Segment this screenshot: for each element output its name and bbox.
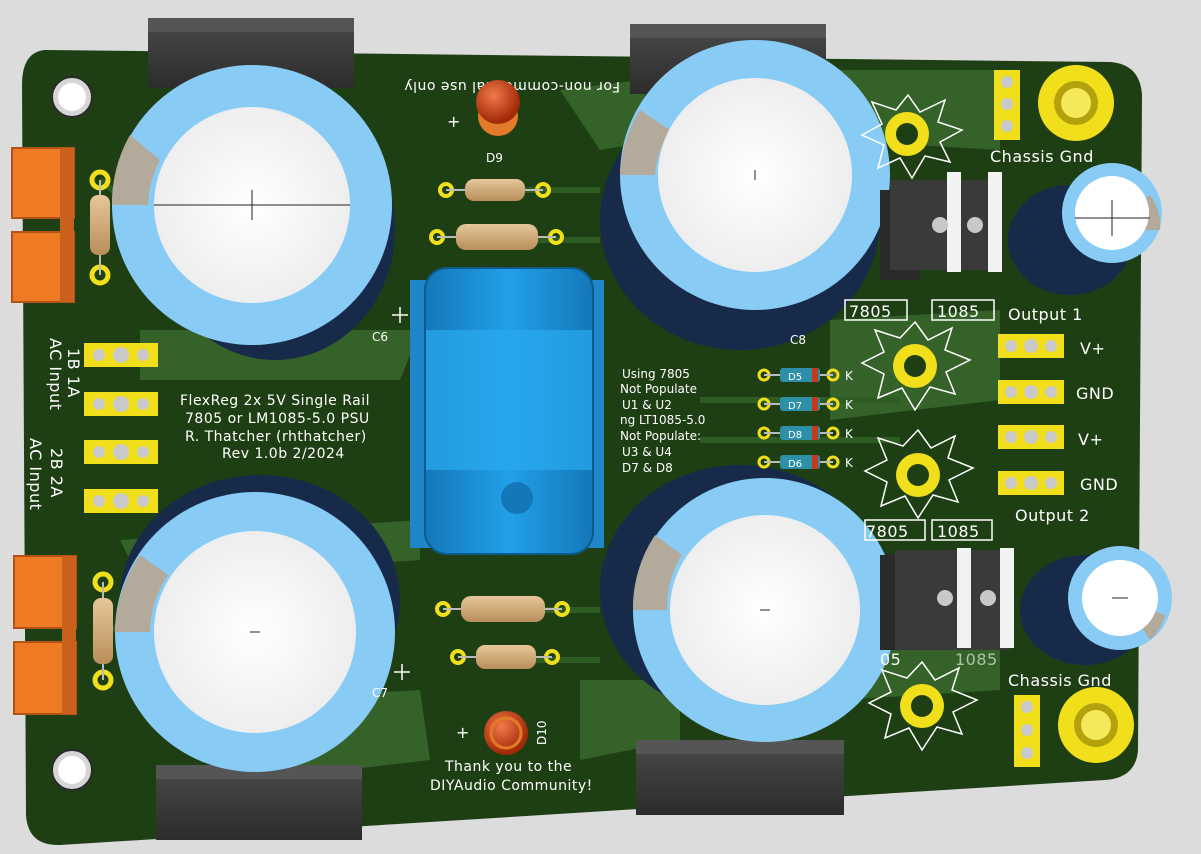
capacitor-small-top <box>1008 163 1162 295</box>
diode-d7 <box>757 397 840 411</box>
note-block: Using 7805 Not Populate U1 & U2 ng LT108… <box>620 367 705 475</box>
note-line-4: ng LT1085-5.0 <box>620 413 705 427</box>
diode-label-d6: D6 <box>788 459 802 470</box>
diode-d5 <box>757 368 840 382</box>
capacitor-small-bottom <box>1020 546 1172 665</box>
diode-k-3: K <box>845 427 854 441</box>
note-line-7: D7 & D8 <box>622 461 673 475</box>
reg-bot-b-label: 1085 <box>937 522 980 541</box>
ac-input-2-label-a: 2B 2A <box>47 448 66 498</box>
diode-row: D5 D7 D8 D6 K K K K <box>757 368 854 470</box>
resistor-fuse-bottom <box>92 571 114 691</box>
resistor-bottom-1 <box>435 596 570 622</box>
star-pad-4 <box>867 660 979 752</box>
reg-top-b-label: 1085 <box>937 302 980 321</box>
heatsink-bottom-left <box>156 765 362 840</box>
chassis-gnd-terminal-bottom <box>1014 687 1134 767</box>
diode-k-1: K <box>845 369 854 383</box>
led-d9 <box>476 80 520 136</box>
capacitor-large-bottom-right <box>600 465 897 742</box>
resistor-top-2 <box>429 224 564 250</box>
reg-bot-b-box <box>931 519 993 541</box>
resistor-bottom-2 <box>450 645 560 669</box>
ac-input-1-label-b: 1B 1A <box>64 348 83 398</box>
note-line-2: Not Populate <box>620 382 697 396</box>
ac-input-1-label-a: AC Input <box>46 338 65 410</box>
led-d9-plus: + <box>447 112 461 131</box>
title-line-3: R. Thatcher (rhthatcher) <box>185 429 367 445</box>
thanks-line-2: DIYAudio Community! <box>430 778 593 794</box>
note-line-6: U3 & U4 <box>622 445 672 459</box>
chassis-gnd-label-top: Chassis Gnd <box>990 147 1094 166</box>
output-2-label: Output 2 <box>1015 506 1090 525</box>
reg-bot-a-box <box>864 519 926 541</box>
output-2-gnd: GND <box>1080 475 1118 494</box>
diode-d8 <box>757 426 840 440</box>
resistor-top-1 <box>438 179 551 201</box>
star-pad-1 <box>860 93 964 180</box>
diode-label-d8: D8 <box>788 430 802 441</box>
heatsink-bottom-right <box>636 740 844 815</box>
reg-bot-b-partial: 1085 <box>955 650 998 669</box>
led-d10-plus: + <box>456 723 470 742</box>
output-2-vplus: V+ <box>1078 430 1103 449</box>
regulator-bottom <box>880 548 1014 650</box>
label-d9: D9 <box>486 151 503 165</box>
thanks-line-1: Thank you to the <box>444 759 572 775</box>
capacitor-large-top-left <box>111 65 395 360</box>
diode-k-2: K <box>845 398 854 412</box>
star-pad-2 <box>860 320 972 412</box>
chassis-gnd-terminal-top <box>994 65 1114 141</box>
label-c8: C8 <box>790 333 806 347</box>
note-line-1: Using 7805 <box>622 367 690 381</box>
diode-label-d5: D5 <box>788 372 802 383</box>
label-c6: C6 <box>372 330 388 344</box>
reg-top-a-label: 7805 <box>849 302 892 321</box>
ac-input-pins <box>93 347 149 509</box>
reg-top-b-box <box>931 299 995 321</box>
output-1-vplus: V+ <box>1080 339 1105 358</box>
capacitor-large-bottom-left <box>115 475 400 772</box>
output-1-gnd: GND <box>1076 384 1114 403</box>
output-headers <box>998 334 1064 495</box>
fiducial-markers <box>392 307 410 680</box>
ac-input-2-label-b: AC Input <box>26 438 45 510</box>
output-1-label: Output 1 <box>1008 305 1083 324</box>
star-pad-3 <box>863 428 975 520</box>
capacitor-large-top-right <box>600 40 890 350</box>
resistor-fuse-top <box>89 169 111 286</box>
chassis-gnd-label-bottom: Chassis Gnd <box>1008 671 1112 690</box>
regulator-top <box>880 172 1002 280</box>
label-d10: D10 <box>535 720 549 745</box>
title-line-1: FlexReg 2x 5V Single Rail <box>180 393 370 409</box>
transformer <box>410 267 604 555</box>
title-block: FlexReg 2x 5V Single Rail 7805 or LM1085… <box>180 393 370 462</box>
title-line-2: 7805 or LM1085-5.0 PSU <box>185 411 370 427</box>
mounting-hole-bottom-left <box>51 749 93 791</box>
fuse-holder-top <box>11 147 75 303</box>
note-line-3: U1 & U2 <box>622 398 672 412</box>
star-pads <box>860 93 979 752</box>
diode-d6 <box>757 455 840 469</box>
fuse-holder-bottom <box>13 555 77 715</box>
diode-label-d7: D7 <box>788 401 802 412</box>
reg-bot-a-label: 7805 <box>866 522 909 541</box>
mounting-hole-top-left <box>51 76 93 118</box>
reg-bot-a-partial: 05 <box>880 650 901 669</box>
note-line-5: Not Populate: <box>620 429 701 443</box>
led-d10 <box>484 711 528 755</box>
title-line-4: Rev 1.0b 2/2024 <box>222 446 345 462</box>
diode-k-4: K <box>845 456 854 470</box>
reg-top-a-box <box>844 299 908 321</box>
label-c7: C7 <box>372 686 388 700</box>
